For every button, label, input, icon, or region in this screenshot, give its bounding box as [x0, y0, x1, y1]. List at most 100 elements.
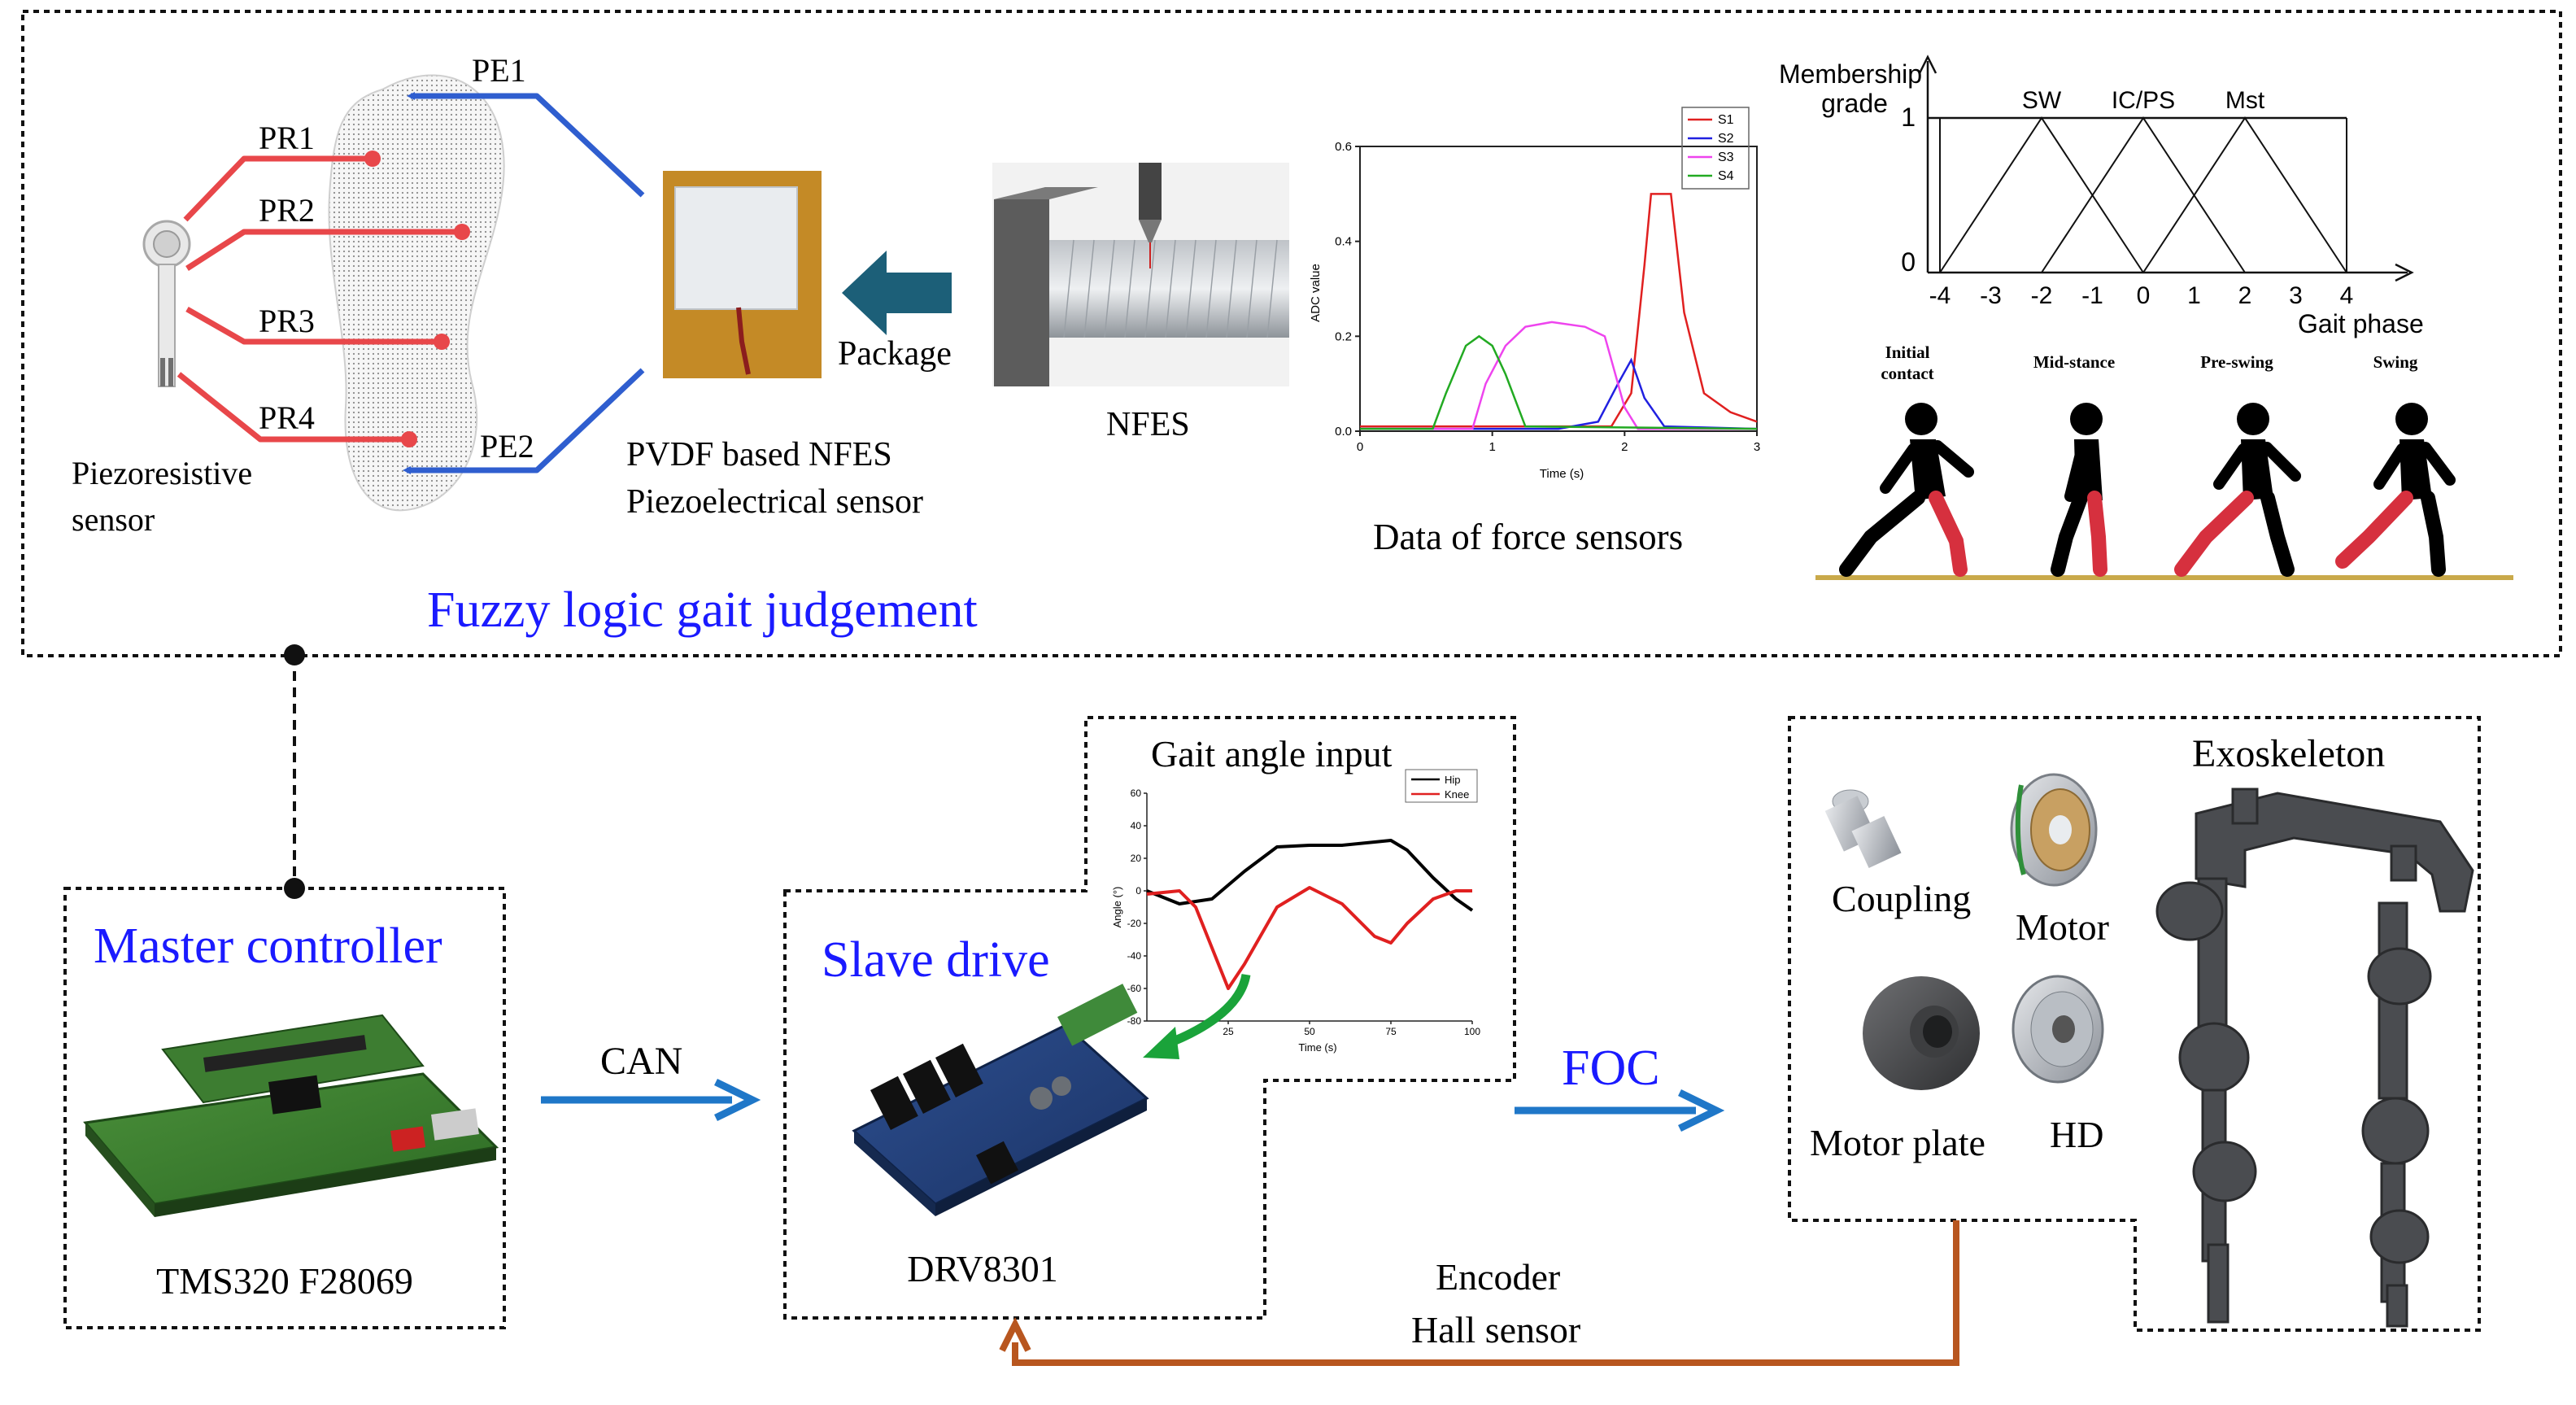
membership-set-mst [2142, 116, 2347, 273]
piezoresistive-sensor-image [142, 220, 191, 387]
force-legend-label: S3 [1718, 151, 1734, 164]
pe1-label: PE1 [472, 52, 526, 89]
membership-xlabel: Gait phase [2298, 309, 2424, 338]
walker-swing [2335, 403, 2456, 577]
angle-legend-label: Hip [1445, 774, 1461, 786]
master-frame [63, 887, 506, 1329]
panel-connector-dot-top [284, 644, 305, 665]
foc-arrowhead [1678, 1089, 1725, 1132]
feedback-path [1012, 1220, 1959, 1366]
feedback-arrowhead [999, 1317, 1031, 1352]
force-series-s3 [1360, 321, 1757, 430]
membership-y-tick-0: 0 [1901, 247, 1916, 277]
pr-wire-dots [364, 151, 470, 447]
pe2-label: PE2 [480, 428, 534, 465]
coupling-label: Coupling [1832, 878, 1971, 919]
angle-chart-ylabel: Angle (°) [1111, 887, 1123, 928]
angle-chart-xlabel: Time (s) [1298, 1041, 1336, 1054]
harmonic-drive-image [2012, 975, 2104, 1084]
force-series-s1 [1360, 193, 1758, 428]
pr2-label: PR2 [259, 192, 315, 229]
membership-set-ic-ps [2041, 116, 2246, 273]
nfes-label: NFES [1106, 406, 1190, 443]
membership-x-tick-label: -3 [1980, 282, 2002, 309]
master-board-photo [83, 1014, 499, 1217]
green-mapping-arrowhead [1143, 1027, 1179, 1059]
angle-y-tick-label: 60 [1131, 788, 1142, 799]
force-chart-caption: Data of force sensors [1373, 517, 1683, 557]
membership-set-label: IC/PS [2112, 87, 2175, 114]
pr-wires [177, 155, 460, 443]
walker-initial-contact [1839, 403, 1974, 577]
angle-y-tick-label: 40 [1131, 820, 1142, 831]
motor-image [2010, 773, 2098, 887]
piezoresistive-label-1: Piezoresistive [72, 455, 252, 491]
pvdf-sensor-photo [663, 171, 822, 378]
gait-input-title: Gait angle input [1151, 733, 1393, 774]
membership-x-tick-label: 1 [2187, 282, 2201, 309]
force-y-tick-label: 0.4 [1335, 235, 1352, 249]
walker-mid-stance [2051, 403, 2107, 577]
motor-plate-label: Motor plate [1810, 1122, 1985, 1163]
pr4-label: PR4 [259, 399, 315, 436]
membership-x-tick-label: 4 [2340, 282, 2354, 309]
gait-phase-figures: Initial contact Mid-stance Pre-swing Swi… [1815, 343, 2513, 580]
force-x-tick-label: 0 [1357, 440, 1363, 454]
angle-series-hip [1146, 839, 1474, 912]
membership-y-arrowhead [1918, 55, 1937, 74]
exoskeleton-render [2155, 788, 2474, 1328]
feedback-label-2: Hall sensor [1411, 1309, 1580, 1350]
pvdf-label-1: PVDF based NFES [626, 436, 892, 473]
angle-y-tick-label: -40 [1127, 950, 1142, 962]
pr3-label: PR3 [259, 303, 315, 339]
force-plot-frame [1359, 146, 1758, 432]
membership-y-tick-1: 1 [1901, 103, 1916, 132]
angle-y-tick-label: -80 [1127, 1015, 1142, 1027]
foc-label: FOC [1562, 1041, 1660, 1096]
angle-y-tick-label: -60 [1127, 983, 1142, 994]
force-legend-box [1681, 107, 1750, 190]
top-panel-frame [21, 10, 2562, 657]
force-legend-label: S1 [1718, 113, 1734, 127]
insole-image [328, 74, 505, 512]
membership-x-tick-label: -2 [2031, 282, 2053, 309]
phase-label-swing: Swing [2373, 352, 2418, 372]
nfes-image [992, 163, 1289, 386]
coupling-image [1824, 789, 1902, 868]
pe-wires [403, 92, 645, 474]
slave-board-photo [852, 984, 1149, 1216]
package-label: Package [838, 335, 952, 373]
force-legend-label: S2 [1718, 132, 1734, 146]
can-label: CAN [600, 1040, 682, 1083]
membership-x-tick-label: -1 [2081, 282, 2103, 309]
angle-x-tick-label: 25 [1223, 1026, 1234, 1037]
motor-label: Motor [2016, 906, 2109, 948]
force-x-tick-label: 2 [1621, 440, 1628, 454]
angle-x-tick-label: 75 [1385, 1026, 1397, 1037]
panel-connector-dot-bottom [284, 878, 305, 899]
membership-set-sw [1939, 116, 2144, 273]
force-series-s4 [1360, 334, 1758, 430]
angle-y-tick-label: -20 [1127, 918, 1142, 929]
exo-frame [1788, 716, 2481, 1332]
package-arrow [842, 251, 952, 335]
pvdf-label-2: Piezoelectrical sensor [626, 483, 923, 521]
membership-ylabel-2: grade [1821, 89, 1888, 118]
membership-x-tick-label: 3 [2289, 282, 2303, 309]
walker-pre-swing [2174, 403, 2301, 577]
phase-label-initial-contact-2: contact [1881, 364, 1933, 383]
motor-plate-image [1863, 976, 1980, 1090]
angle-x-tick-label: 100 [1464, 1026, 1480, 1037]
force-chart-ylabel: ADC value [1309, 264, 1323, 322]
angle-y-tick-label: 0 [1135, 885, 1141, 897]
membership-x-tick-label: 0 [2137, 282, 2151, 309]
piezoresistive-label-2: sensor [72, 501, 155, 538]
angle-x-tick-label: 50 [1304, 1026, 1315, 1037]
slave-board-label: DRV8301 [907, 1248, 1057, 1289]
can-arrowhead [714, 1078, 761, 1122]
